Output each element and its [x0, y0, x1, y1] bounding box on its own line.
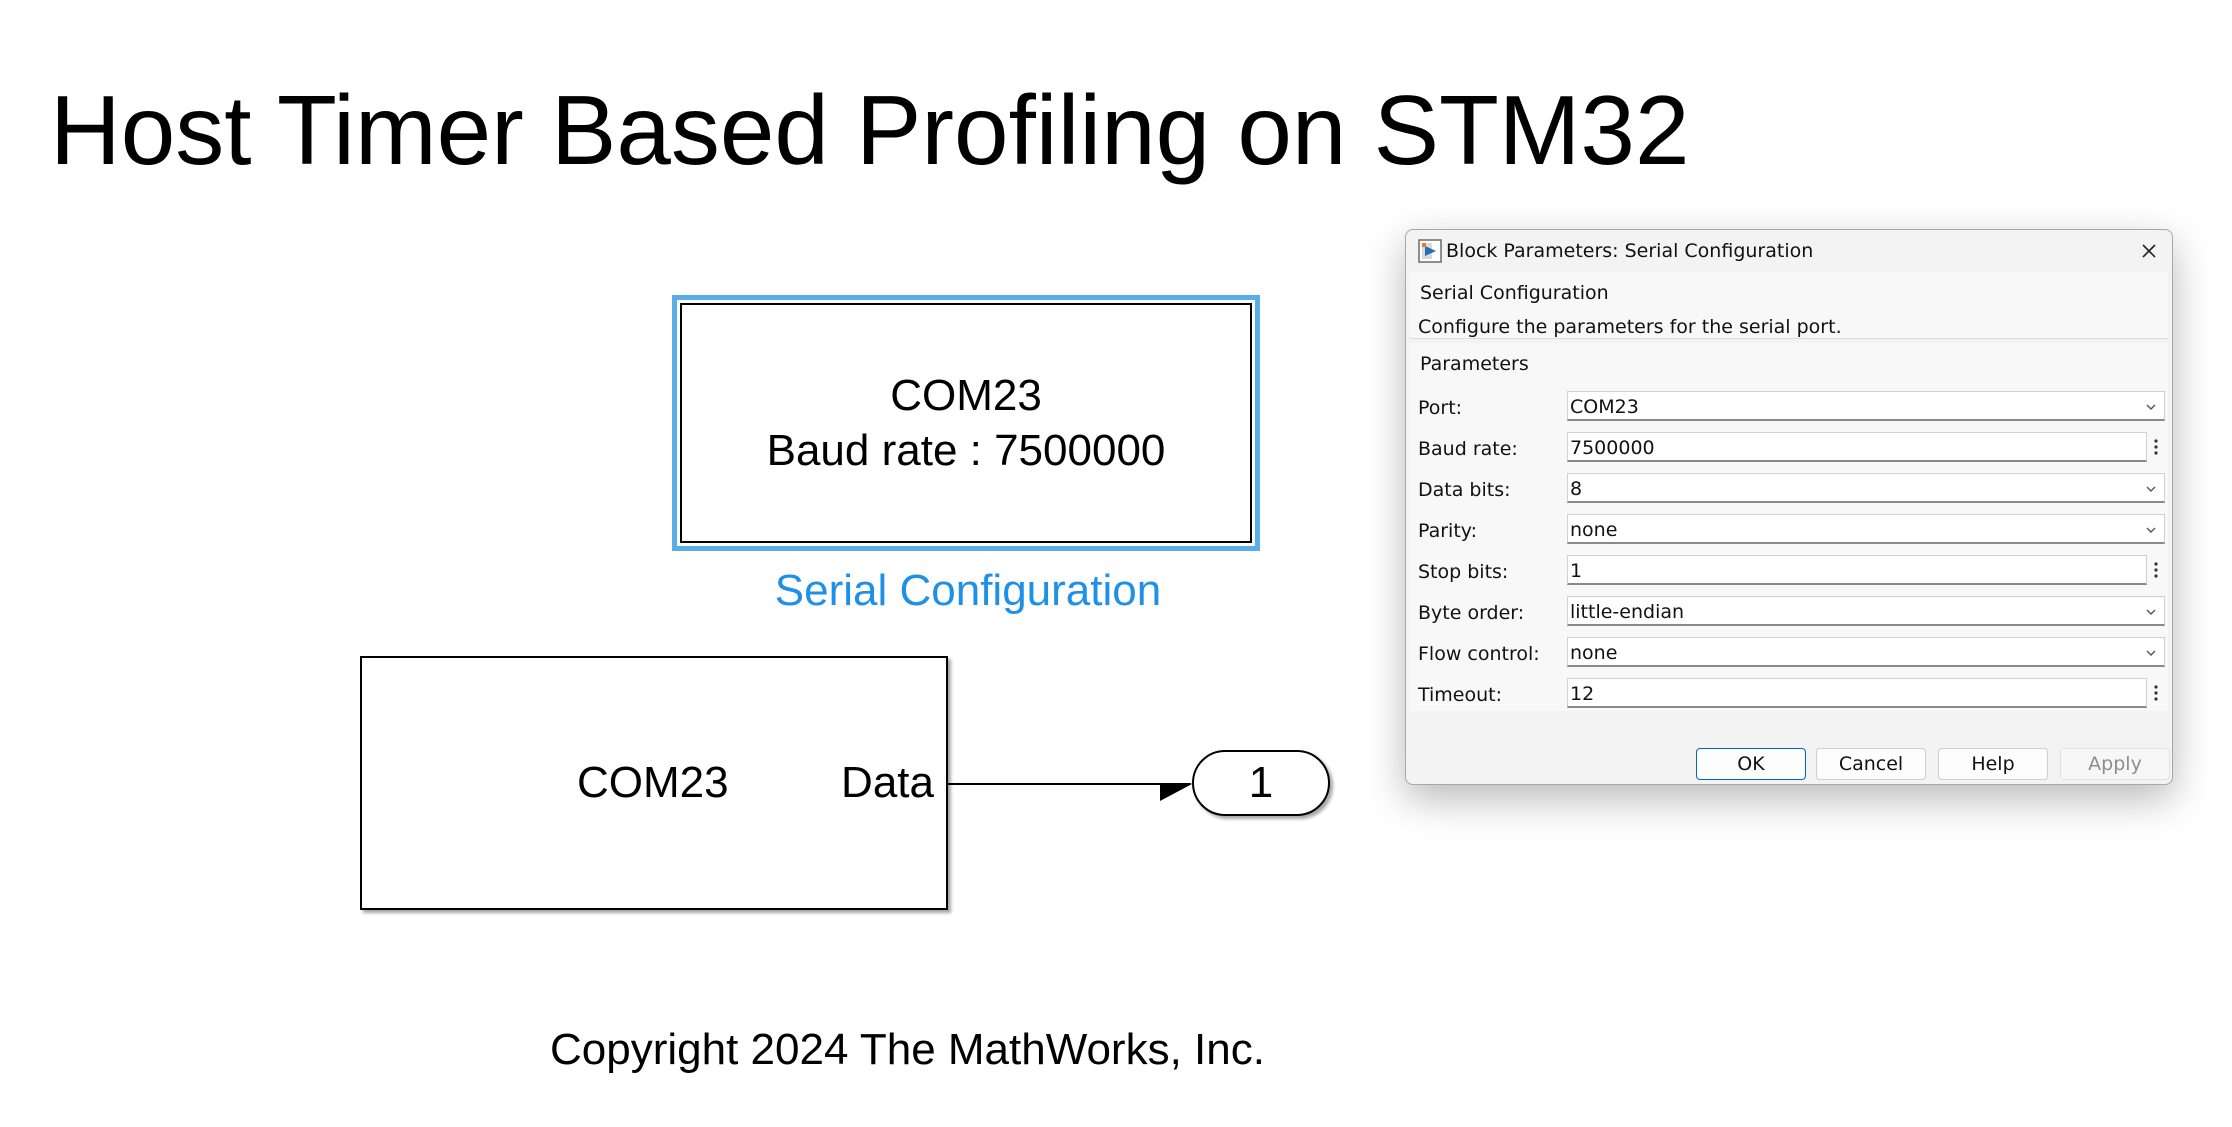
flow-control-value: none — [1570, 642, 1618, 664]
block-baud-text: Baud rate : 7500000 — [766, 426, 1166, 475]
stop-bits-field[interactable]: 1 — [1567, 555, 2147, 585]
param-row-baud-rate: Baud rate: 7500000 — [1410, 432, 2168, 464]
chevron-down-icon — [2146, 609, 2156, 615]
copyright-text: Copyright 2024 The MathWorks, Inc. — [550, 1025, 1265, 1074]
block-port-text: COM23 — [890, 371, 1042, 420]
cancel-button[interactable]: Cancel — [1816, 748, 1926, 780]
chevron-down-icon — [2146, 650, 2156, 656]
byte-order-dropdown[interactable]: little-endian — [1567, 596, 2165, 626]
timeout-label: Timeout: — [1418, 684, 1503, 706]
data-bits-label: Data bits: — [1418, 479, 1511, 501]
vertical-ellipsis-icon[interactable] — [2147, 678, 2165, 708]
serial-configuration-block-body: COM23 Baud rate : 7500000 — [680, 303, 1252, 543]
param-row-flow-control: Flow control: none — [1410, 637, 2168, 669]
stop-bits-label: Stop bits: — [1418, 561, 1509, 583]
baud-rate-field[interactable]: 7500000 — [1567, 432, 2147, 462]
vertical-ellipsis-icon[interactable] — [2147, 555, 2165, 585]
apply-button[interactable]: Apply — [2060, 748, 2170, 780]
outport-number: 1 — [1248, 758, 1274, 807]
parity-value: none — [1570, 519, 1618, 541]
flow-control-label: Flow control: — [1418, 643, 1540, 665]
serial-configuration-block-name[interactable]: Serial Configuration — [774, 566, 1162, 615]
serial-receive-block[interactable]: COM23 Data — [360, 656, 948, 910]
description-group-title: Serial Configuration — [1420, 282, 1609, 304]
vertical-ellipsis-icon[interactable] — [2147, 432, 2165, 462]
chevron-down-icon — [2146, 404, 2156, 410]
parity-label: Parity: — [1418, 520, 1478, 542]
signal-line[interactable] — [948, 783, 1196, 817]
byte-order-label: Byte order: — [1418, 602, 1525, 624]
page-title: Host Timer Based Profiling on STM32 — [50, 75, 1690, 185]
timeout-value: 12 — [1570, 683, 1595, 705]
ok-button[interactable]: OK — [1696, 748, 1806, 780]
param-row-port: Port: COM23 — [1410, 391, 2168, 423]
baud-rate-label: Baud rate: — [1418, 438, 1518, 460]
flow-control-dropdown[interactable]: none — [1567, 637, 2165, 667]
parity-dropdown[interactable]: none — [1567, 514, 2165, 544]
data-bits-dropdown[interactable]: 8 — [1567, 473, 2165, 503]
param-row-data-bits: Data bits: 8 — [1410, 473, 2168, 505]
chevron-down-icon — [2146, 486, 2156, 492]
param-row-stop-bits: Stop bits: 1 — [1410, 555, 2168, 587]
stop-bits-value: 1 — [1570, 560, 1583, 582]
serial-configuration-block[interactable]: COM23 Baud rate : 7500000 — [672, 295, 1260, 551]
param-row-timeout: Timeout: 12 — [1410, 678, 2168, 710]
outport-block[interactable]: 1 — [1192, 750, 1330, 816]
close-icon[interactable] — [2134, 236, 2164, 266]
data-bits-value: 8 — [1570, 478, 1583, 500]
param-row-parity: Parity: none — [1410, 514, 2168, 546]
parameters-group: Parameters Port: COM23 Baud rate: 750000… — [1410, 343, 2168, 711]
baud-rate-value: 7500000 — [1570, 437, 1655, 459]
dialog-title: Block Parameters: Serial Configuration — [1446, 240, 1814, 262]
parameters-group-title: Parameters — [1420, 353, 1529, 375]
help-button[interactable]: Help — [1938, 748, 2048, 780]
chevron-down-icon — [2146, 527, 2156, 533]
description-group: Serial Configuration Configure the param… — [1410, 272, 2168, 339]
dialog-titlebar[interactable]: Block Parameters: Serial Configuration — [1406, 230, 2172, 272]
port-value: COM23 — [1570, 396, 1639, 418]
simulink-block-icon — [1418, 239, 1442, 263]
timeout-field[interactable]: 12 — [1567, 678, 2147, 708]
description-text: Configure the parameters for the serial … — [1418, 316, 1842, 338]
byte-order-value: little-endian — [1570, 601, 1685, 623]
block-parameters-dialog: Block Parameters: Serial Configuration S… — [1405, 229, 2173, 785]
receive-block-port-text: COM23 — [577, 758, 729, 807]
port-dropdown[interactable]: COM23 — [1567, 391, 2165, 421]
port-label: Port: — [1418, 397, 1463, 419]
receive-block-output-label: Data — [841, 758, 934, 807]
param-row-byte-order: Byte order: little-endian — [1410, 596, 2168, 628]
